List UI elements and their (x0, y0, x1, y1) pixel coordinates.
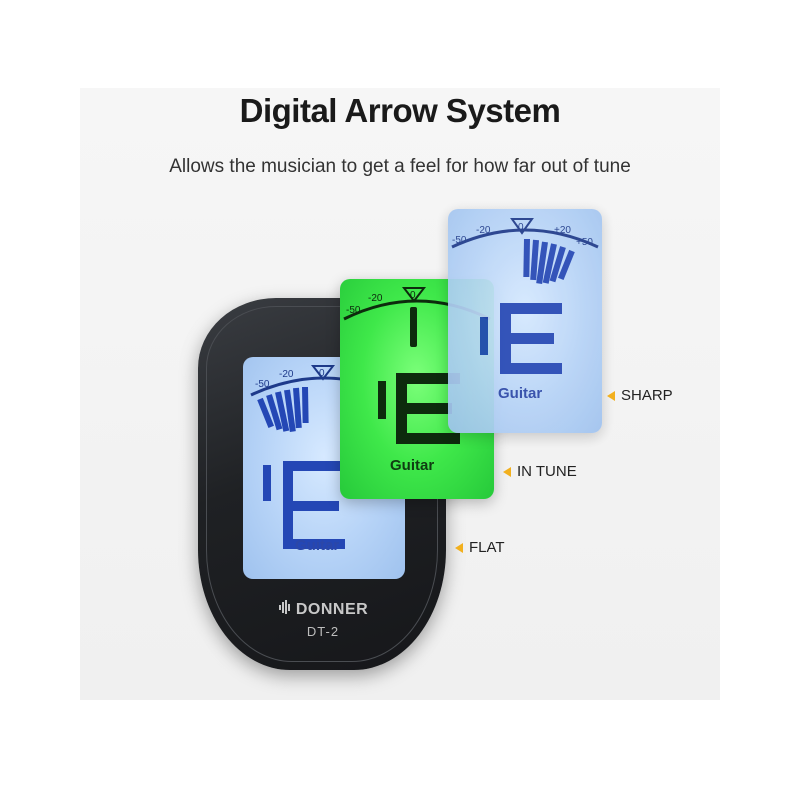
in-tune-needle (410, 307, 417, 347)
in-tune-display-graphic: -50 -20 0 (343, 287, 491, 444)
page-subtitle: Allows the musician to get a feel for ho… (169, 156, 631, 177)
scale-label: +50 (576, 237, 593, 248)
sharp-display-graphic: -50 -20 0 +20 +50 (451, 218, 599, 374)
scale-label: +20 (554, 225, 571, 236)
scale-label: -50 (452, 235, 467, 246)
arrow-left-icon (455, 542, 463, 553)
scale-label: 0 (319, 368, 325, 379)
page-title: Digital Arrow System (239, 92, 561, 129)
arrow-left-icon (503, 466, 511, 477)
callout-sharp-label: SHARP (621, 387, 673, 404)
instrument-label: Guitar (390, 457, 435, 474)
callout-in-tune-label: IN TUNE (517, 463, 577, 480)
callout-in-tune: IN TUNE (503, 463, 577, 480)
scale-label: -50 (346, 305, 361, 316)
scale-label: -20 (368, 293, 383, 304)
callout-flat: FLAT (455, 539, 505, 556)
model-label: DT-2 (306, 624, 340, 639)
sharp-arrow-bars (523, 238, 575, 285)
instrument-label: Guitar (498, 385, 543, 402)
flat-arrow-bars (257, 386, 309, 433)
scale-label: 0 (518, 222, 524, 233)
callout-sharp: SHARP (607, 387, 673, 404)
donner-logo-icon (278, 600, 292, 619)
brand-name: DONNER (295, 601, 369, 618)
scale-label: -50 (255, 379, 270, 390)
scale-label: 0 (410, 290, 416, 301)
scale-label: -20 (476, 225, 491, 236)
screen-sharp: -50 -20 0 +20 +50 Guitar (448, 209, 602, 433)
arrow-left-icon (607, 390, 615, 401)
instrument-label: Guitar (295, 537, 340, 554)
brand-label: DONNER (248, 600, 398, 619)
callout-flat-label: FLAT (469, 539, 505, 556)
scale-label: -20 (279, 369, 294, 380)
